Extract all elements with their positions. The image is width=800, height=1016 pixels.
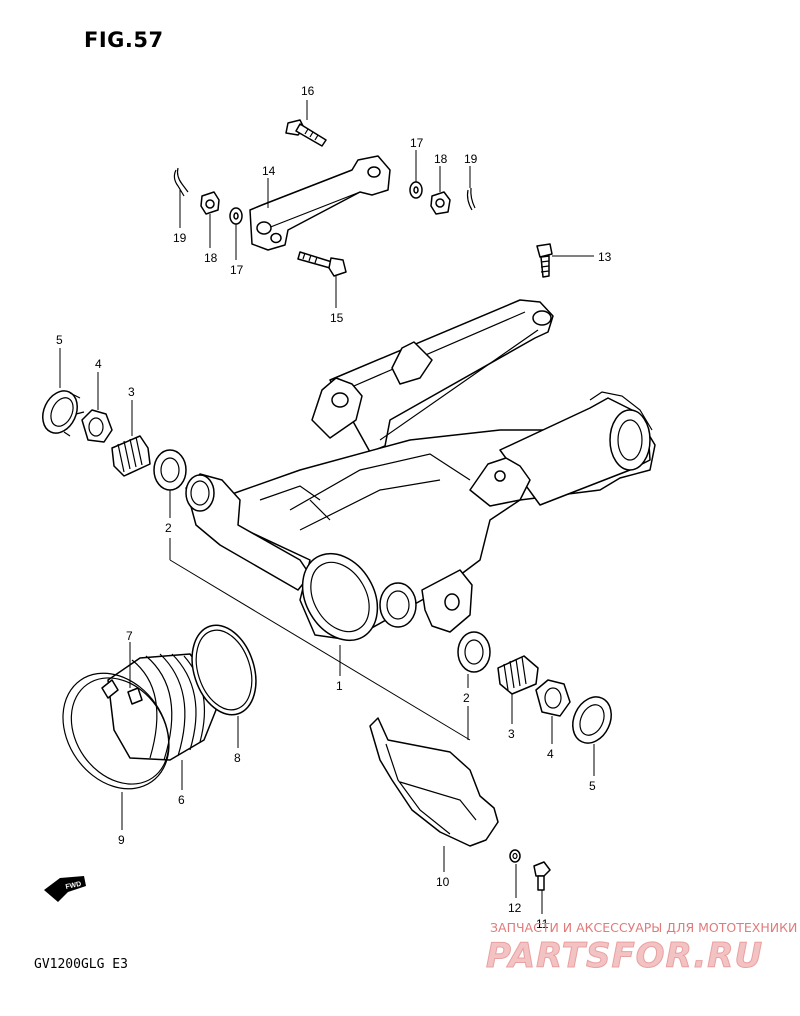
callout-14: 14: [262, 164, 276, 178]
callout-18-left: 18: [204, 251, 218, 265]
callout-15: 15: [330, 311, 344, 325]
callout-13: 13: [598, 250, 612, 264]
castle-nut-left: [200, 191, 220, 215]
bearing-left: [153, 449, 187, 491]
washer-12: [509, 849, 521, 863]
callout-4-right: 4: [547, 747, 554, 761]
callout-16: 16: [301, 84, 315, 98]
fwd-arrow-icon: [44, 876, 86, 902]
washer-right: [409, 181, 423, 199]
callout-2-left: 2: [165, 521, 172, 535]
cotter-pin-left: [173, 167, 189, 197]
rubber-boot: [107, 653, 217, 761]
fwd-label: FWD: [65, 881, 82, 891]
callout-8: 8: [234, 751, 241, 765]
watermark-brand-logo: PARTSFOR.RU: [485, 936, 764, 977]
nut-left: [81, 409, 113, 443]
callout-19-right: 19: [464, 152, 478, 166]
swingarm: [185, 299, 656, 642]
callout-6: 6: [178, 793, 185, 807]
bolt-11: [533, 861, 551, 891]
o-ring-8: [191, 624, 257, 716]
callout-10: 10: [436, 875, 450, 889]
boot-band-9: [62, 672, 170, 790]
callout-18-right: 18: [434, 152, 448, 166]
leader-lines: [59, 100, 595, 914]
nut-right: [535, 679, 571, 717]
model-code: GV1200GLG E3: [34, 957, 128, 972]
pivot-shaft-right: [497, 655, 539, 695]
bolt-13: [536, 243, 553, 278]
callout-1: 1: [336, 679, 343, 693]
callout-17-left: 17: [230, 263, 244, 277]
figure-title: FIG.57: [84, 28, 164, 52]
castle-nut-right: [430, 191, 451, 215]
dust-seal-left: [42, 390, 85, 437]
bearing-right: [457, 631, 491, 673]
torque-link-rod: [249, 155, 391, 251]
pivot-shaft-left: [111, 435, 151, 477]
callout-12: 12: [508, 901, 522, 915]
guard-10: [369, 717, 499, 847]
bolt-upper: [285, 119, 327, 147]
callout-5-left: 5: [56, 333, 63, 347]
callout-11: 11: [536, 917, 549, 931]
callout-3-left: 3: [128, 385, 135, 399]
callout-5-right: 5: [589, 779, 596, 793]
washer-left: [229, 207, 243, 225]
screw-7: [127, 687, 143, 705]
callout-7: 7: [126, 629, 133, 643]
cotter-pin-right: [466, 187, 476, 211]
callout-17-right: 17: [410, 136, 424, 150]
callout-3-right: 3: [508, 727, 515, 741]
callout-4-left: 4: [95, 357, 102, 371]
bolt-lower: [297, 251, 347, 277]
watermark-caption: ЗАПЧАСТИ И АКСЕССУАРЫ ДЛЯ МОТОТЕХНИКИ: [490, 920, 798, 935]
callout-2-right: 2: [463, 691, 470, 705]
callout-19-left: 19: [173, 231, 187, 245]
callout-numbers: 16 14 19 18 17 17 18 19 15 13 5 4 3 2 1 …: [56, 84, 612, 931]
callout-9: 9: [118, 833, 125, 847]
dust-seal-right: [572, 696, 612, 744]
